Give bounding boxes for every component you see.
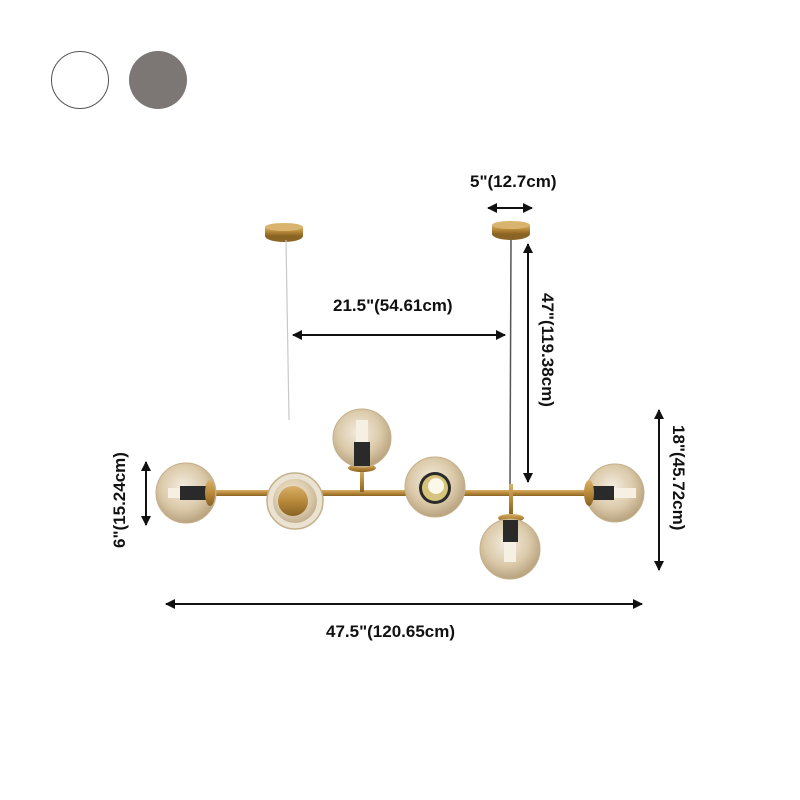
brass-bar — [205, 490, 595, 496]
color-swatch-grey[interactable] — [129, 51, 187, 109]
globe-5 — [479, 484, 541, 580]
globe-2 — [266, 472, 324, 530]
globe-1 — [155, 462, 217, 524]
canopy-right — [492, 221, 530, 240]
canopy-left — [265, 223, 303, 242]
globe-6 — [584, 463, 645, 523]
label-cord-spacing: 21.5"(54.61cm) — [333, 296, 453, 315]
globe-3 — [332, 408, 392, 492]
cord-left — [285, 239, 290, 421]
label-canopy-diameter: 5"(12.7cm) — [470, 172, 557, 191]
label-fixture-height: 18"(45.72cm) — [669, 425, 688, 531]
label-globe-diameter: 6"(15.24cm) — [110, 452, 129, 548]
cord-right — [509, 239, 512, 485]
label-overall-width: 47.5"(120.65cm) — [326, 622, 456, 641]
globe-4 — [404, 456, 466, 518]
color-swatch-white[interactable] — [51, 51, 109, 109]
label-cord-drop: 47"(119.38cm) — [538, 293, 557, 407]
